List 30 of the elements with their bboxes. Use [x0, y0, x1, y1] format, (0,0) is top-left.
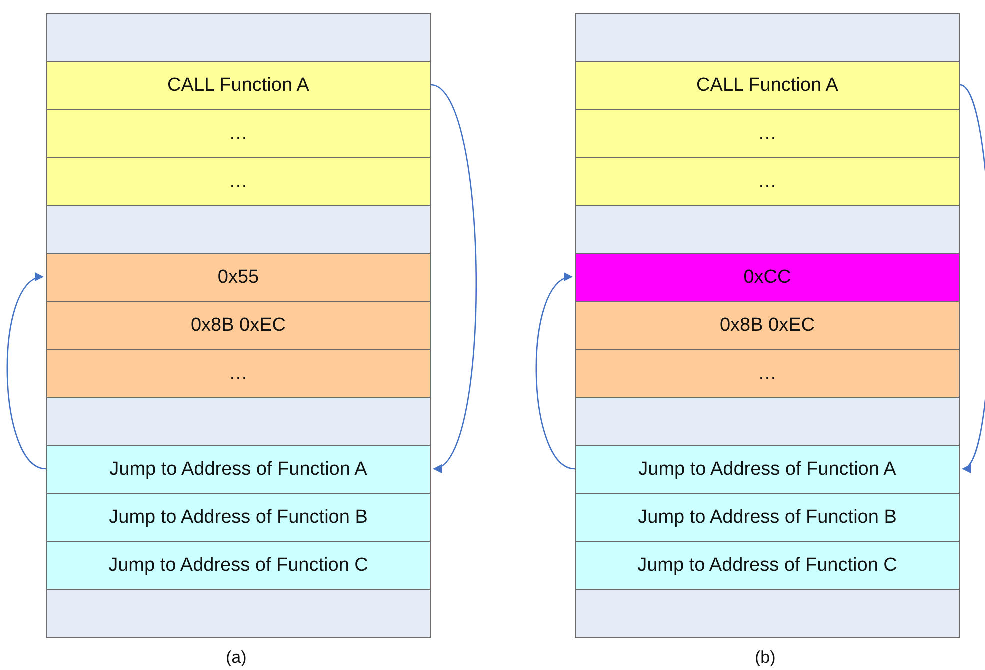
- memory-cell: 0xCC: [575, 253, 960, 302]
- memory-cell: Jump to Address of Function B: [575, 493, 960, 542]
- memory-cell: [575, 397, 960, 446]
- memory-cell: Jump to Address of Function A: [575, 445, 960, 494]
- memory-cell: …: [46, 349, 431, 398]
- curved-arrow: [6, 275, 46, 470]
- panel-label: (a): [226, 648, 247, 668]
- memory-cell: …: [575, 157, 960, 206]
- memory-cell: …: [575, 109, 960, 158]
- memory-cell: [575, 205, 960, 254]
- memory-cell: [46, 589, 431, 638]
- memory-cell: [46, 397, 431, 446]
- memory-cell: [575, 589, 960, 638]
- memory-cell: …: [575, 349, 960, 398]
- memory-cell: [46, 13, 431, 62]
- memory-cell: 0x8B 0xEC: [46, 301, 431, 350]
- memory-cell: [46, 205, 431, 254]
- curved-arrow: [536, 275, 576, 470]
- memory-cell: Jump to Address of Function C: [575, 541, 960, 590]
- memory-cell: …: [46, 109, 431, 158]
- memory-cell: Jump to Address of Function C: [46, 541, 431, 590]
- memory-cell: 0x8B 0xEC: [575, 301, 960, 350]
- memory-cell: CALL Function A: [575, 61, 960, 110]
- memory-cell: Jump to Address of Function A: [46, 445, 431, 494]
- memory-cell: [575, 13, 960, 62]
- memory-cell: Jump to Address of Function B: [46, 493, 431, 542]
- memory-cell: CALL Function A: [46, 61, 431, 110]
- memory-cell: …: [46, 157, 431, 206]
- panel-label: (b): [755, 648, 776, 668]
- memory-cell: 0x55: [46, 253, 431, 302]
